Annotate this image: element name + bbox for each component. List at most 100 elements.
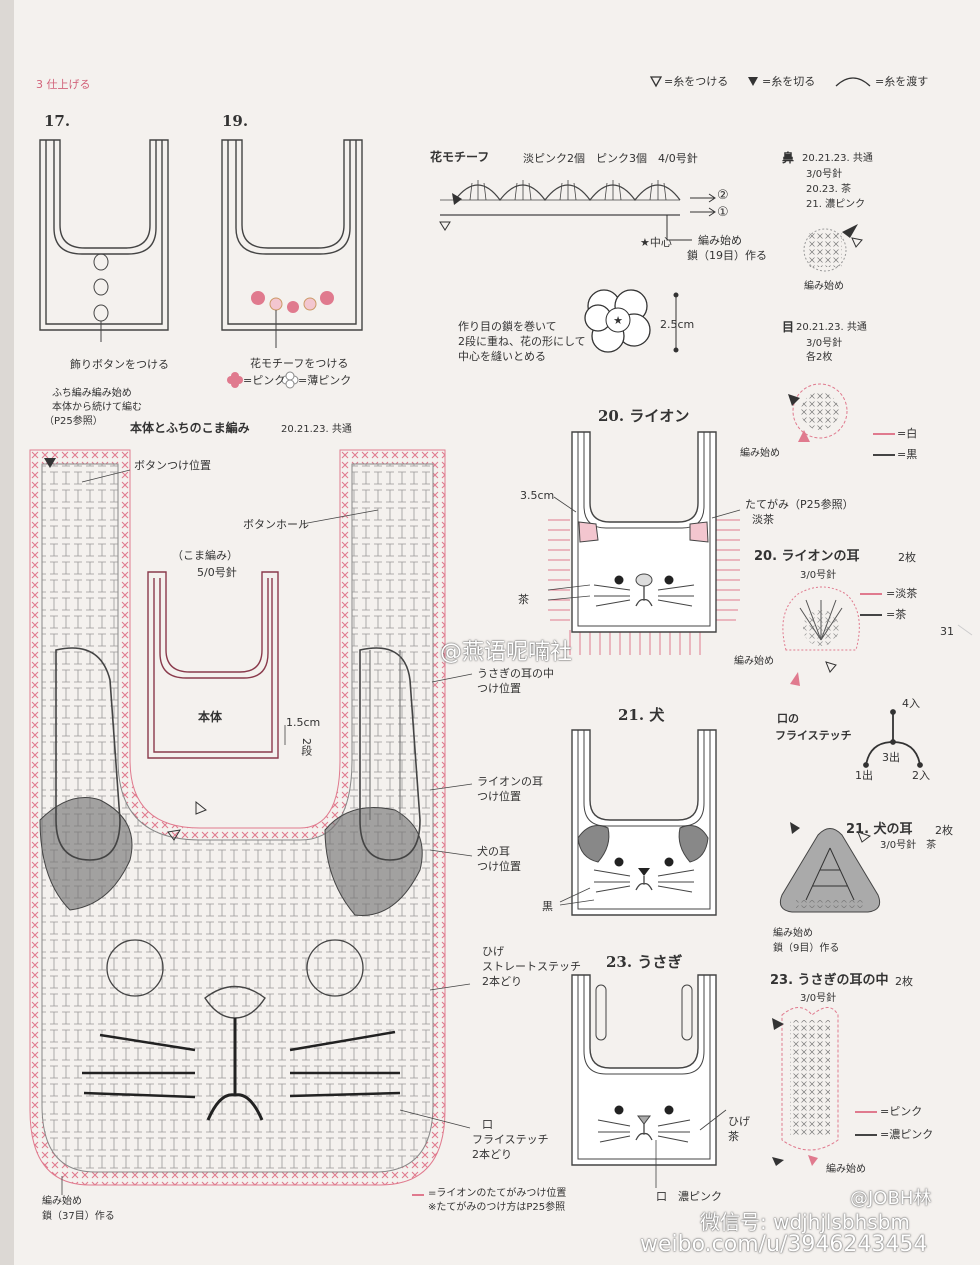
lion-ear-key-1: =淡茶 bbox=[886, 587, 918, 600]
mouth-label-2: フライステッチ bbox=[472, 1133, 549, 1146]
dog-ear-start-2: 鎖（9目）作る bbox=[773, 943, 840, 954]
eye-chart bbox=[788, 383, 895, 456]
flower-motif-chart bbox=[439, 180, 716, 241]
dog-title: 21. 犬 bbox=[618, 706, 665, 724]
eye-line-1: 3/0号針 bbox=[806, 338, 843, 349]
watermark-handle: @JOBH林 bbox=[850, 1188, 932, 1209]
lion-ear-pos-2: つけ位置 bbox=[477, 790, 521, 803]
nose-line-2: 20.23. 茶 bbox=[806, 184, 851, 195]
rabbit-ear-pos-1: うさぎの耳の中 bbox=[477, 667, 554, 680]
whisker-label-1: ひげ bbox=[482, 945, 504, 958]
key-pink: =ピンク bbox=[243, 374, 286, 387]
flower-row-2: ② bbox=[717, 188, 729, 203]
main-leaders bbox=[61, 469, 473, 1196]
dog-black: 黒 bbox=[542, 900, 553, 913]
fly-stitch-title-2: フライステッチ bbox=[775, 729, 852, 742]
button-1 bbox=[93, 253, 109, 271]
dog-bib bbox=[559, 729, 717, 916]
eye-line-2: 各2枚 bbox=[806, 352, 833, 363]
main-crochet-chart bbox=[29, 449, 446, 1186]
fly-stitch-4: 4入 bbox=[902, 697, 920, 710]
nose-code: 20.21.23. 共通 bbox=[802, 153, 873, 164]
inset-body-label: 本体 bbox=[198, 710, 223, 724]
flower-note-1: 作り目の鎖を巻いて bbox=[458, 320, 557, 333]
lion-ear-key-2: =茶 bbox=[886, 608, 907, 621]
legend-carry: =糸を渡す bbox=[875, 75, 929, 88]
eye-key-white: =白 bbox=[897, 427, 918, 440]
mouth-label-3: 2本どり bbox=[472, 1148, 512, 1161]
lion-ear-title: 20. ライオンの耳 bbox=[754, 549, 860, 564]
watermark-wechat: 微信号: wdjhjlsbhsbm bbox=[700, 1210, 910, 1234]
rabbit-ear-qty: 2枚 bbox=[895, 975, 913, 988]
rabbit-mouth: 口 濃ピンク bbox=[656, 1190, 722, 1203]
buttonhole-label: ボタンホール bbox=[243, 518, 309, 531]
page-gutter bbox=[0, 0, 14, 1265]
border-rows-label: 2段 bbox=[299, 738, 313, 756]
bib-17-caption: 飾りボタンをつける bbox=[70, 358, 169, 371]
legend-cut: =糸を切る bbox=[762, 75, 816, 88]
light-pink-flower-key-icon bbox=[281, 371, 299, 389]
lion-ear-chart bbox=[782, 586, 882, 686]
rabbit-ear-title: 23. うさぎの耳の中 bbox=[770, 973, 889, 988]
lion-mane-2: 淡茶 bbox=[752, 513, 774, 526]
rabbit-ear-key-2: =濃ピンク bbox=[880, 1128, 934, 1141]
lion-ear-pos-1: ライオンの耳 bbox=[477, 775, 543, 788]
flower-center-star: ★ bbox=[613, 314, 623, 327]
whisker-label-3: 2本どり bbox=[482, 975, 522, 988]
dog-ear-pos-1: 犬の耳 bbox=[477, 845, 510, 858]
rabbit-whisker-2: 茶 bbox=[728, 1130, 739, 1143]
eye-key-black: =黒 bbox=[897, 448, 918, 461]
nose-line-1: 3/0号針 bbox=[806, 169, 843, 180]
eye-title: 目 bbox=[782, 320, 795, 334]
flower-start-2: 鎖（19目）作る bbox=[687, 249, 767, 262]
button-2 bbox=[93, 278, 109, 296]
nose-start: 編み始め bbox=[804, 281, 844, 292]
bottom-start-1: 編み始め bbox=[42, 1196, 82, 1207]
flower-note-3: 中心を縫いとめる bbox=[458, 350, 546, 363]
dog-ear-title: 21. 犬の耳 bbox=[846, 822, 913, 837]
lion-ear-hook: 3/0号針 bbox=[800, 570, 837, 581]
mouth-label-1: 口 bbox=[482, 1118, 493, 1131]
fly-stitch-diagram bbox=[863, 709, 923, 768]
bib-17-number: 17. bbox=[44, 112, 71, 130]
border-width-label: 1.5cm bbox=[286, 716, 321, 729]
flower-note-2: 2段に重ね、花の形にして bbox=[458, 335, 586, 348]
lion-ear-qty: 2枚 bbox=[898, 551, 916, 564]
bottom-start-2: 鎖（37目）作る bbox=[42, 1211, 115, 1222]
flower-shape bbox=[584, 289, 651, 353]
border-start-2: 本体から続けて編む bbox=[52, 402, 142, 413]
inset-hook-label: 5/0号針 bbox=[197, 566, 237, 579]
main-title: 本体とふちのこま編み bbox=[130, 421, 250, 435]
flower-title: 花モチーフ bbox=[430, 150, 490, 164]
dog-ear-chart bbox=[779, 822, 881, 913]
main-title-code: 20.21.23. 共通 bbox=[281, 424, 352, 435]
watermark-url: weibo.com/u/3946243454 bbox=[640, 1232, 928, 1257]
rabbit-ear-start: 編み始め bbox=[826, 1164, 866, 1175]
flower-size: 2.5cm bbox=[660, 318, 695, 331]
rabbit-ear-key-1: =ピンク bbox=[880, 1105, 923, 1118]
attach-yarn-icon bbox=[649, 76, 663, 88]
page-tick bbox=[957, 624, 973, 636]
mane-pos-note: =ライオンのたてがみつけ位置 bbox=[428, 1188, 567, 1199]
dog-ear-spec: 3/0号針 茶 bbox=[880, 840, 937, 851]
dog-ear-qty: 2枚 bbox=[935, 824, 953, 837]
dog-ear-pos-2: つけ位置 bbox=[477, 860, 521, 873]
bib-19-number: 19. bbox=[222, 112, 249, 130]
fly-stitch-2: 2入 bbox=[912, 769, 930, 782]
inset-stitch-label: （こま編み） bbox=[172, 549, 238, 562]
flower-start-1: 編み始め bbox=[698, 234, 742, 247]
nose-chart bbox=[803, 224, 863, 272]
flower-size-line bbox=[673, 292, 679, 353]
lion-size: 3.5cm bbox=[520, 489, 555, 502]
mane-ref-note: ※たてがみのつけ方はP25参照 bbox=[428, 1202, 566, 1213]
button-3 bbox=[93, 304, 109, 322]
flower-center: ★中心 bbox=[640, 236, 672, 249]
page-number: 31 bbox=[940, 625, 954, 638]
section-heading: 3 仕上げる bbox=[36, 78, 91, 91]
rabbit-ear-hook: 3/0号針 bbox=[800, 993, 837, 1004]
lion-bib bbox=[547, 431, 742, 655]
flower-spec: 淡ピンク2個 ピンク3個 4/0号針 bbox=[523, 152, 698, 165]
fly-stitch-1: 1出 bbox=[855, 769, 873, 782]
